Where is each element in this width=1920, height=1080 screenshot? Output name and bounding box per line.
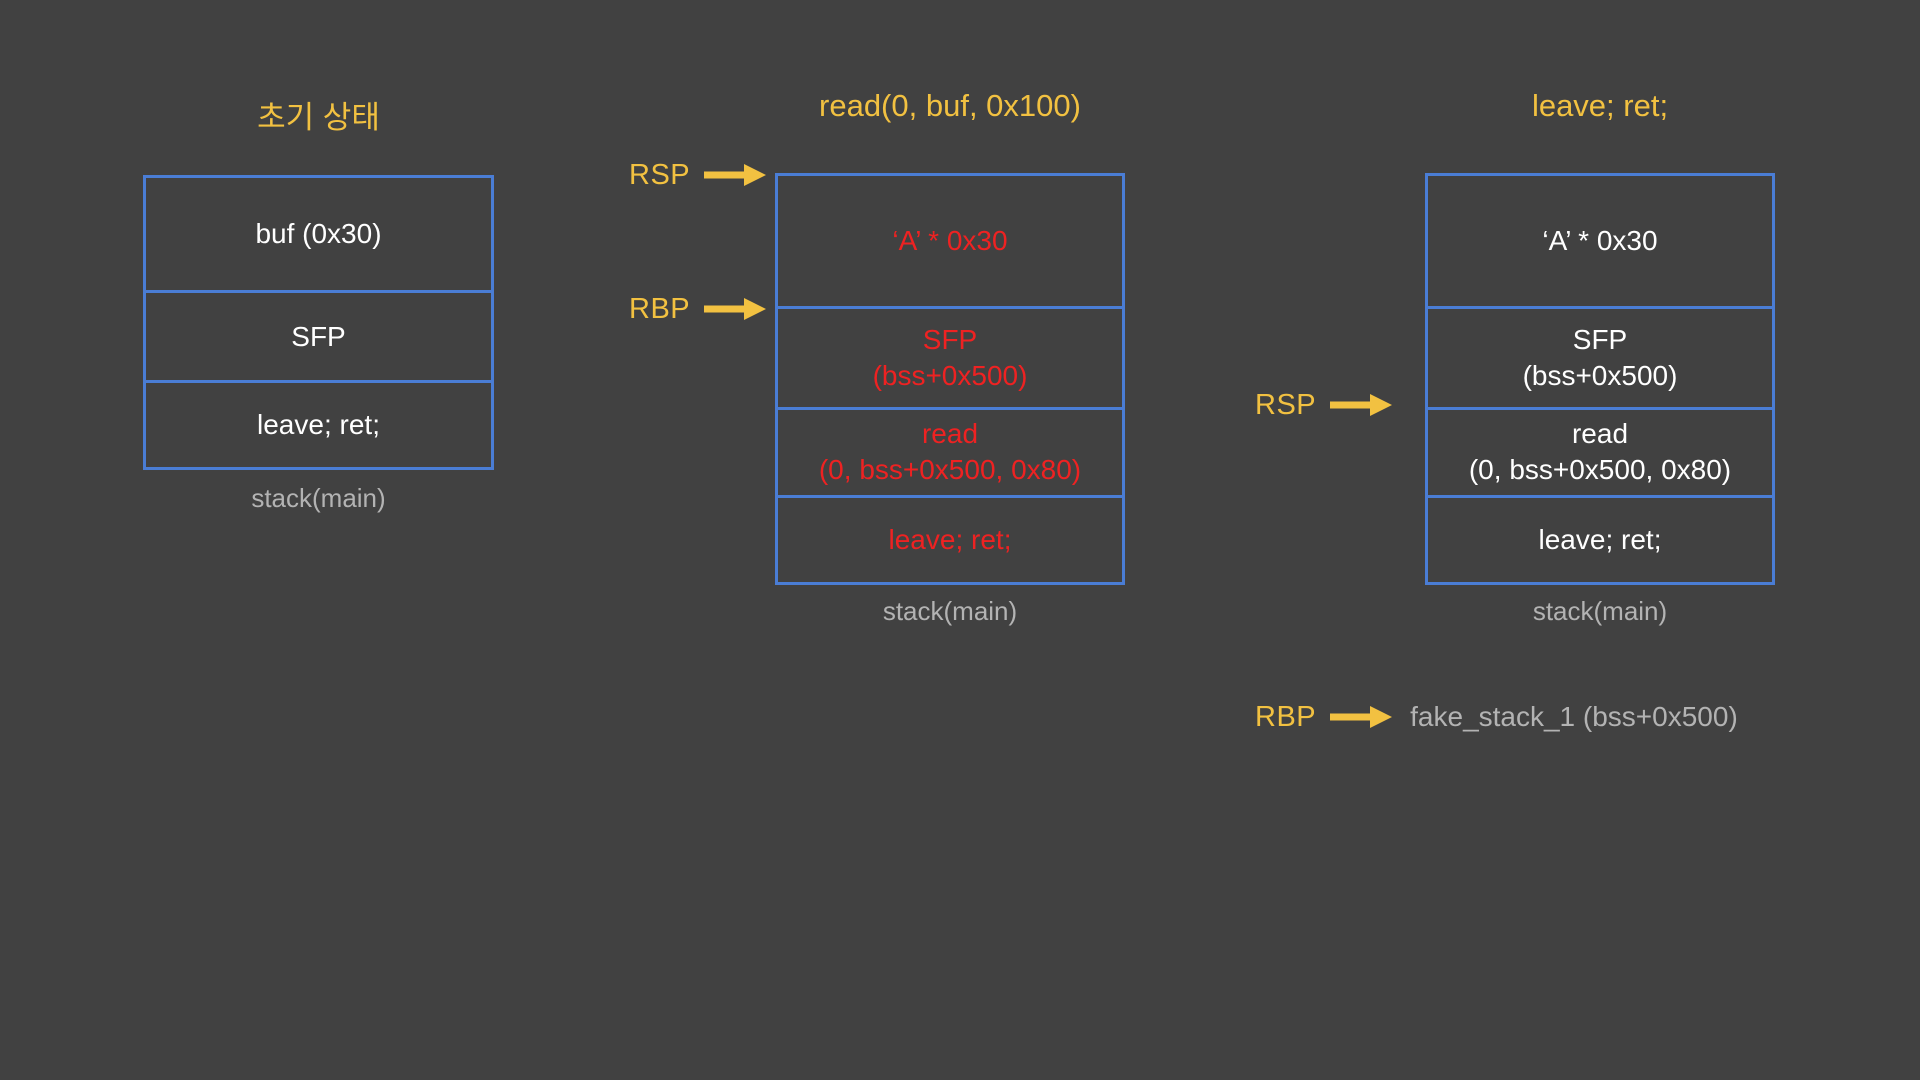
- stack-row: SFP (bss+0x500): [778, 309, 1122, 410]
- stack-cell-sublabel: (0, bss+0x500, 0x80): [818, 454, 1082, 486]
- stack-row: read (0, bss+0x500, 0x80): [1428, 410, 1772, 499]
- stack-cell-label: read: [921, 418, 979, 450]
- stack-box-after-read: ‘A’ * 0x30 SFP (bss+0x500) read (0, bss+…: [775, 173, 1125, 585]
- register-label-rsp: RSP: [629, 159, 691, 191]
- arrow-right-icon: [704, 162, 767, 188]
- register-label-rsp: RSP: [1255, 389, 1317, 421]
- register-label-rbp: RBP: [629, 293, 691, 325]
- stack-cell-label: leave; ret;: [888, 524, 1012, 556]
- stack-row: SFP (bss+0x500): [1428, 309, 1772, 410]
- stack-cell-label: SFP: [1572, 323, 1628, 355]
- stack-row: ‘A’ * 0x30: [778, 176, 1122, 310]
- stack-box-initial-state: buf (0x30) SFP leave; ret;: [143, 175, 494, 470]
- stack-box-after-leave-ret: ‘A’ * 0x30 SFP (bss+0x500) read (0, bss+…: [1425, 173, 1775, 585]
- stack-cell-label: ‘A’ * 0x30: [1542, 225, 1658, 257]
- diagram-title-initial-state: 초기 상태: [257, 100, 380, 135]
- pointer-rbp-fake-stack: RBP fake_stack_1 (bss+0x500): [1255, 700, 1738, 734]
- arrow-right-icon: [704, 296, 767, 322]
- stack-cell-label: ‘A’ * 0x30: [892, 225, 1008, 257]
- stack-cell-label: SFP: [291, 320, 346, 352]
- stack-cell-sublabel: (bss+0x500): [872, 359, 1028, 391]
- stack-row: leave; ret;: [1428, 498, 1772, 582]
- stack-cell-label: leave; ret;: [1538, 524, 1662, 556]
- diagram-title-after-leave-ret: leave; ret;: [1531, 88, 1669, 123]
- diagram-title-after-read: read(0, buf, 0x100): [819, 88, 1081, 123]
- arrow-right-icon: [1330, 704, 1393, 730]
- pointer-target-label: fake_stack_1 (bss+0x500): [1410, 701, 1738, 732]
- register-label-rbp: RBP: [1255, 701, 1317, 733]
- pointer-rbp-after-read: RBP: [629, 292, 767, 326]
- stack-row: leave; ret;: [778, 498, 1122, 582]
- pointer-rsp-after-read: RSP: [629, 158, 767, 192]
- stack-row: SFP: [146, 293, 491, 383]
- pointer-rsp-after-leave-ret: RSP: [1255, 388, 1393, 422]
- stack-row: buf (0x30): [146, 178, 491, 293]
- stack-row: leave; ret;: [146, 383, 491, 467]
- stack-cell-label: leave; ret;: [257, 409, 380, 440]
- stack-row: ‘A’ * 0x30: [1428, 176, 1772, 310]
- stack-caption-after-leave-ret: stack(main): [1532, 596, 1668, 626]
- stack-cell-label: buf (0x30): [255, 218, 382, 249]
- arrow-right-icon: [1330, 392, 1393, 418]
- stack-row: read (0, bss+0x500, 0x80): [778, 410, 1122, 499]
- stack-caption-after-read: stack(main): [882, 596, 1018, 626]
- stack-cell-label: SFP: [922, 323, 978, 355]
- stack-caption-initial-state: stack(main): [251, 483, 386, 513]
- stack-cell-label: read: [1571, 418, 1629, 450]
- stack-cell-sublabel: (0, bss+0x500, 0x80): [1468, 454, 1732, 486]
- stack-cell-sublabel: (bss+0x500): [1522, 359, 1678, 391]
